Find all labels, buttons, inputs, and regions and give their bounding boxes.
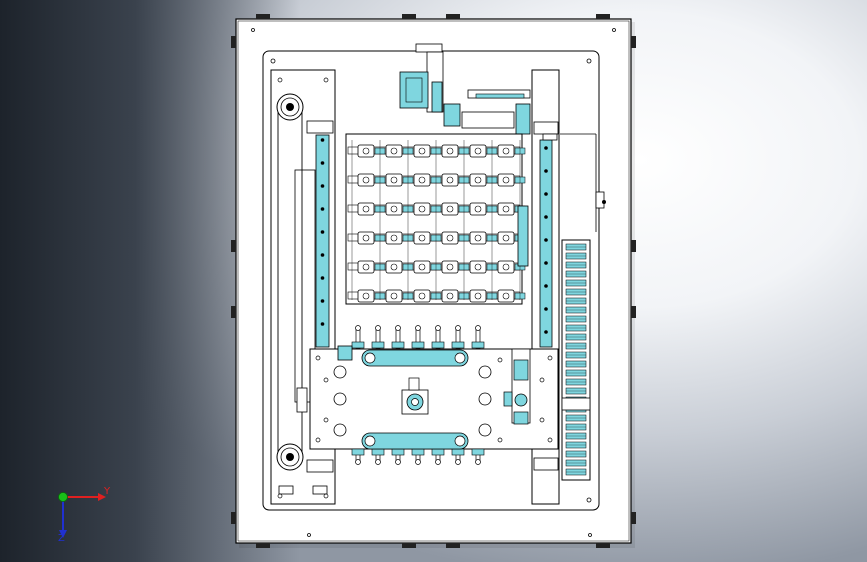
z-axis-label: Z	[58, 533, 65, 544]
center-camera[interactable]	[401, 377, 429, 415]
chain-link	[565, 378, 587, 386]
chain-link	[565, 243, 587, 251]
right-guide-bolts	[544, 146, 548, 334]
chain-link	[565, 459, 587, 467]
guide-bolt	[320, 322, 325, 326]
nozzle-row-top[interactable]	[351, 325, 485, 349]
chain-link	[565, 432, 587, 440]
guide-bolt	[544, 192, 548, 196]
top-motor-assembly[interactable]	[399, 43, 531, 135]
nozzle[interactable]	[371, 325, 385, 349]
plate-bolt	[497, 357, 503, 363]
guide-bolt	[320, 299, 325, 303]
guide-bolt	[544, 215, 548, 219]
nozzle[interactable]	[431, 325, 445, 349]
tray-side-clamp[interactable]	[517, 205, 529, 267]
chain-link	[565, 351, 587, 359]
chain-link	[565, 306, 587, 314]
chain-link	[565, 360, 587, 368]
chain-link	[565, 387, 587, 395]
chain-link	[565, 414, 587, 422]
chain-link	[565, 333, 587, 341]
nozzle[interactable]	[371, 448, 385, 465]
y-axis-arrow	[98, 493, 106, 501]
guide-bolt	[544, 146, 548, 150]
left-cylinder[interactable]	[337, 345, 353, 361]
chain-link	[565, 279, 587, 287]
guide-bolt	[320, 276, 325, 280]
bottom-pulley[interactable]	[276, 443, 304, 471]
guide-bolt	[320, 253, 325, 257]
tray-grid[interactable]	[347, 140, 526, 303]
plate-bolt	[539, 417, 545, 423]
plate-bolt	[497, 437, 503, 443]
plate-bolt	[315, 437, 321, 443]
nozzle[interactable]	[411, 325, 425, 349]
frame-clips	[231, 14, 636, 548]
chain-link	[565, 252, 587, 260]
transfer-plate-bolts	[315, 355, 553, 443]
left-timing-belt[interactable]	[277, 108, 316, 452]
chain-link	[565, 261, 587, 269]
left-rail-blocks	[278, 120, 334, 495]
side-sensor-dot	[602, 200, 606, 204]
nozzle[interactable]	[391, 448, 405, 465]
guide-bolt	[320, 184, 325, 188]
dispense-valve[interactable]	[503, 348, 531, 425]
lower-conveyor[interactable]	[361, 432, 469, 450]
guide-bolt	[544, 330, 548, 334]
left-linear-guide[interactable]	[315, 134, 330, 348]
chain-link	[565, 324, 587, 332]
plate-bolt	[323, 417, 329, 423]
plate-bolt	[547, 437, 553, 443]
plate-bolt	[547, 355, 553, 361]
guide-bolt	[544, 284, 548, 288]
chain-link	[565, 342, 587, 350]
guide-bolt	[320, 207, 325, 211]
y-axis-label: Y	[103, 486, 111, 497]
feeder-chain[interactable]	[561, 239, 591, 481]
transfer-plate-holes	[333, 365, 492, 437]
guide-bolt	[320, 138, 325, 142]
nozzle[interactable]	[351, 448, 365, 465]
guide-bolt	[320, 161, 325, 165]
axis-triad: Y Z	[58, 486, 111, 544]
plate-bolt	[323, 377, 329, 383]
chain-link	[565, 423, 587, 431]
triad-origin	[58, 492, 68, 502]
machine-frame-inner	[237, 20, 630, 542]
left-guide-bolts	[320, 138, 325, 326]
plate-bolt	[539, 377, 545, 383]
left-rail-holes	[277, 77, 329, 499]
chain-link	[565, 450, 587, 458]
chain-link	[565, 288, 587, 296]
plate-bolt	[315, 355, 321, 361]
chain-link	[565, 369, 587, 377]
chain-link	[565, 468, 587, 476]
guide-bolt	[544, 169, 548, 173]
nozzle[interactable]	[471, 448, 485, 465]
chain-link	[565, 270, 587, 278]
nozzle-row-bottom[interactable]	[351, 448, 485, 465]
z-axis-arrow	[59, 530, 67, 538]
nozzle[interactable]	[471, 325, 485, 349]
guide-bolt	[544, 307, 548, 311]
top-pulley[interactable]	[276, 93, 304, 121]
guide-bolt	[320, 230, 325, 234]
nozzle[interactable]	[451, 325, 465, 349]
guide-bolt	[544, 238, 548, 242]
chain-link	[565, 315, 587, 323]
upper-conveyor[interactable]	[361, 349, 469, 367]
chain-link	[565, 297, 587, 305]
tray-carrier[interactable]	[345, 133, 523, 305]
chain-link	[565, 441, 587, 449]
side-sensor[interactable]	[595, 191, 605, 209]
nozzle[interactable]	[391, 325, 405, 349]
chain-sprocket[interactable]	[561, 397, 591, 411]
nozzle[interactable]	[351, 325, 365, 349]
guide-bolt	[544, 261, 548, 265]
right-rail-blocks	[533, 121, 559, 471]
